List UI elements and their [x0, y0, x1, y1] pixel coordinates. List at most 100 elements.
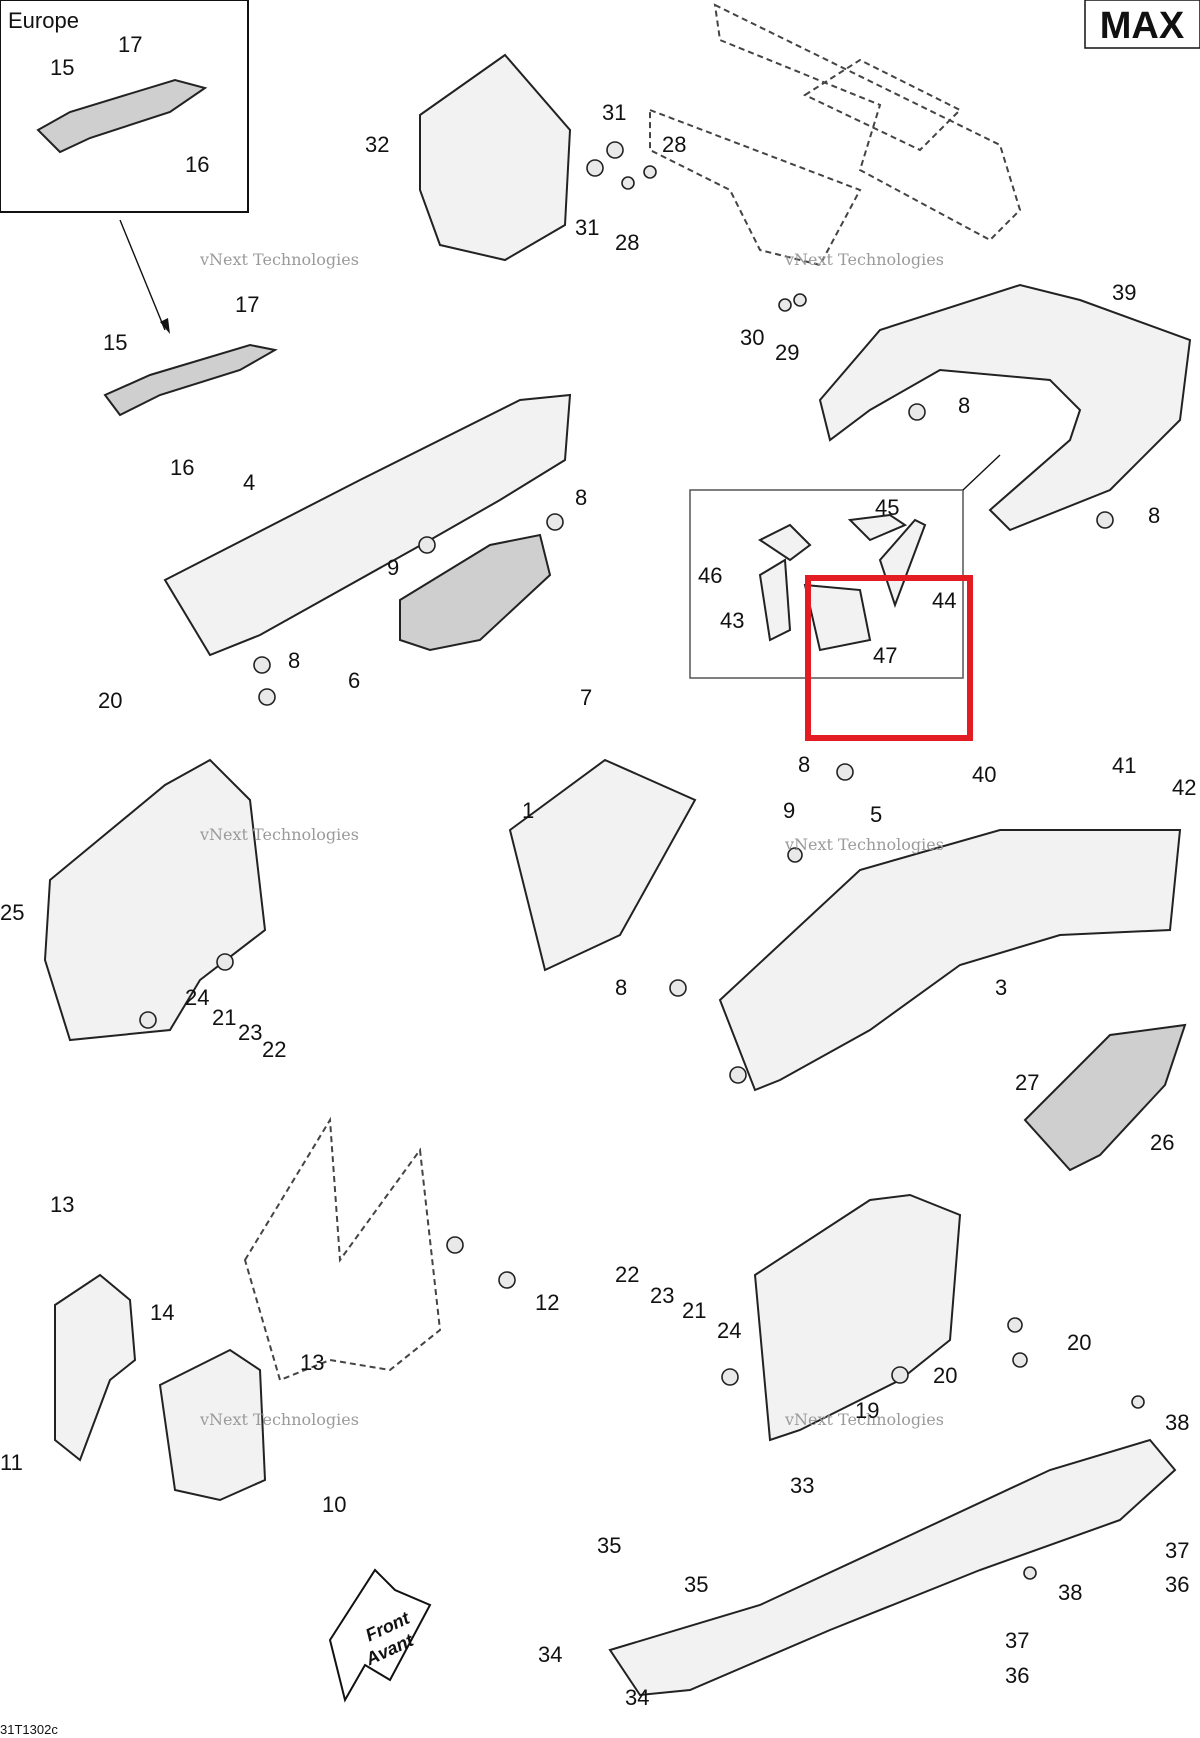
callout-13-b: 13: [300, 1350, 324, 1375]
callout-9-b: 9: [783, 798, 795, 823]
callout-31-a: 31: [602, 100, 626, 125]
frame-bottom: [243, 1116, 442, 1382]
detail-inset: [689, 454, 1001, 679]
part-26: [1023, 1023, 1187, 1172]
callout-11: 11: [0, 1450, 23, 1475]
part-32: [419, 53, 572, 262]
callout-16: 16: [170, 455, 194, 480]
callout-24-b: 24: [717, 1318, 741, 1343]
callout-38-a: 38: [1165, 1410, 1189, 1435]
callout-43: 43: [720, 608, 744, 633]
callout-19: 19: [855, 1398, 879, 1423]
callout-5: 5: [870, 802, 882, 827]
part-3: [718, 829, 1182, 1092]
hardware: [139, 141, 1145, 1580]
callout-6: 6: [348, 668, 360, 693]
callout-21-a: 21: [212, 1005, 236, 1030]
part-25: [43, 758, 267, 1042]
callout-35-a: 35: [597, 1533, 621, 1558]
callout-36-b: 36: [1005, 1663, 1029, 1688]
callout-20-a: 20: [98, 688, 122, 713]
callout-29: 29: [775, 340, 799, 365]
front-arrow: Front Avant: [328, 1568, 432, 1703]
callout-7: 7: [580, 685, 592, 710]
callout-45: 45: [875, 495, 899, 520]
svg-text:vNext Technologies: vNext Technologies: [784, 1410, 944, 1429]
watermarks: vNext Technologies vNext Technologies vN…: [199, 250, 944, 1429]
part-6: [399, 533, 552, 652]
callout-22-a: 22: [262, 1037, 286, 1062]
part-10: [54, 1273, 137, 1462]
part-11: [158, 1348, 267, 1502]
callout-4: 4: [243, 470, 255, 495]
callout-33: 33: [790, 1473, 814, 1498]
callout-15-inset: 15: [50, 55, 74, 80]
svg-text:vNext Technologies: vNext Technologies: [199, 1410, 359, 1429]
callout-26: 26: [1150, 1130, 1174, 1155]
callout-32: 32: [365, 132, 389, 157]
callout-23-b: 23: [650, 1283, 674, 1308]
callout-40: 40: [972, 762, 996, 787]
callout-8-b: 8: [575, 485, 587, 510]
callout-25: 25: [0, 900, 24, 925]
callout-20-c: 20: [933, 1363, 957, 1388]
callout-15: 15: [103, 330, 127, 355]
callout-21-b: 21: [682, 1298, 706, 1323]
callout-17-inset: 17: [118, 32, 142, 57]
callout-47: 47: [873, 643, 897, 668]
callout-37-a: 37: [1165, 1538, 1189, 1563]
callout-22-b: 22: [615, 1262, 639, 1287]
part-33: [608, 1438, 1177, 1697]
callout-35-b: 35: [684, 1572, 708, 1597]
callout-16-inset: 16: [185, 152, 209, 177]
callout-8-d: 8: [288, 648, 300, 673]
callout-42: 42: [1172, 775, 1196, 800]
callout-12: 12: [535, 1290, 559, 1315]
callout-34-a: 34: [538, 1642, 562, 1667]
callout-13-a: 13: [50, 1192, 74, 1217]
svg-text:vNext Technologies: vNext Technologies: [784, 835, 944, 854]
callout-41: 41: [1112, 753, 1136, 778]
callout-38-b: 38: [1058, 1580, 1082, 1605]
callout-17: 17: [235, 292, 259, 317]
callout-20-b: 20: [1067, 1330, 1091, 1355]
callout-9-a: 9: [387, 555, 399, 580]
callout-28-b: 28: [615, 230, 639, 255]
part-15: [103, 343, 278, 417]
callout-30: 30: [740, 325, 764, 350]
svg-text:vNext Technologies: vNext Technologies: [199, 250, 359, 269]
callout-8-c: 8: [1148, 503, 1160, 528]
europe-inset: Europe: [0, 0, 249, 334]
model-badge-text: MAX: [1100, 5, 1185, 47]
callout-46: 46: [698, 563, 722, 588]
callout-31-b: 31: [575, 215, 599, 240]
callout-10: 10: [322, 1492, 346, 1517]
callout-27: 27: [1015, 1070, 1039, 1095]
callout-34-b: 34: [625, 1685, 649, 1710]
callout-3: 3: [995, 975, 1007, 1000]
callout-37-b: 37: [1005, 1628, 1029, 1653]
callout-14: 14: [150, 1300, 174, 1325]
drawing-code: 31T1302c: [0, 1722, 58, 1737]
callout-23-a: 23: [238, 1020, 262, 1045]
part-39: [818, 283, 1192, 532]
callouts: 17 15 16 32 31 28 31 28 17 15 30 29 39 8…: [0, 32, 1196, 1710]
callout-44: 44: [932, 588, 956, 613]
callout-39: 39: [1112, 280, 1136, 305]
callout-24-a: 24: [185, 985, 209, 1010]
part-1: [508, 758, 697, 972]
callout-8-f: 8: [615, 975, 627, 1000]
callout-36-a: 36: [1165, 1572, 1189, 1597]
part-19: [753, 1193, 962, 1442]
callout-28-a: 28: [662, 132, 686, 157]
part-4: [163, 393, 572, 657]
svg-text:vNext Technologies: vNext Technologies: [199, 825, 359, 844]
inset-label: Europe: [8, 8, 79, 33]
callout-8-a: 8: [958, 393, 970, 418]
callout-8-e: 8: [798, 752, 810, 777]
callout-1: 1: [522, 798, 534, 823]
highlight-box: [805, 575, 973, 741]
model-badge: MAX: [1084, 0, 1200, 49]
frame-top: [649, 3, 1022, 267]
